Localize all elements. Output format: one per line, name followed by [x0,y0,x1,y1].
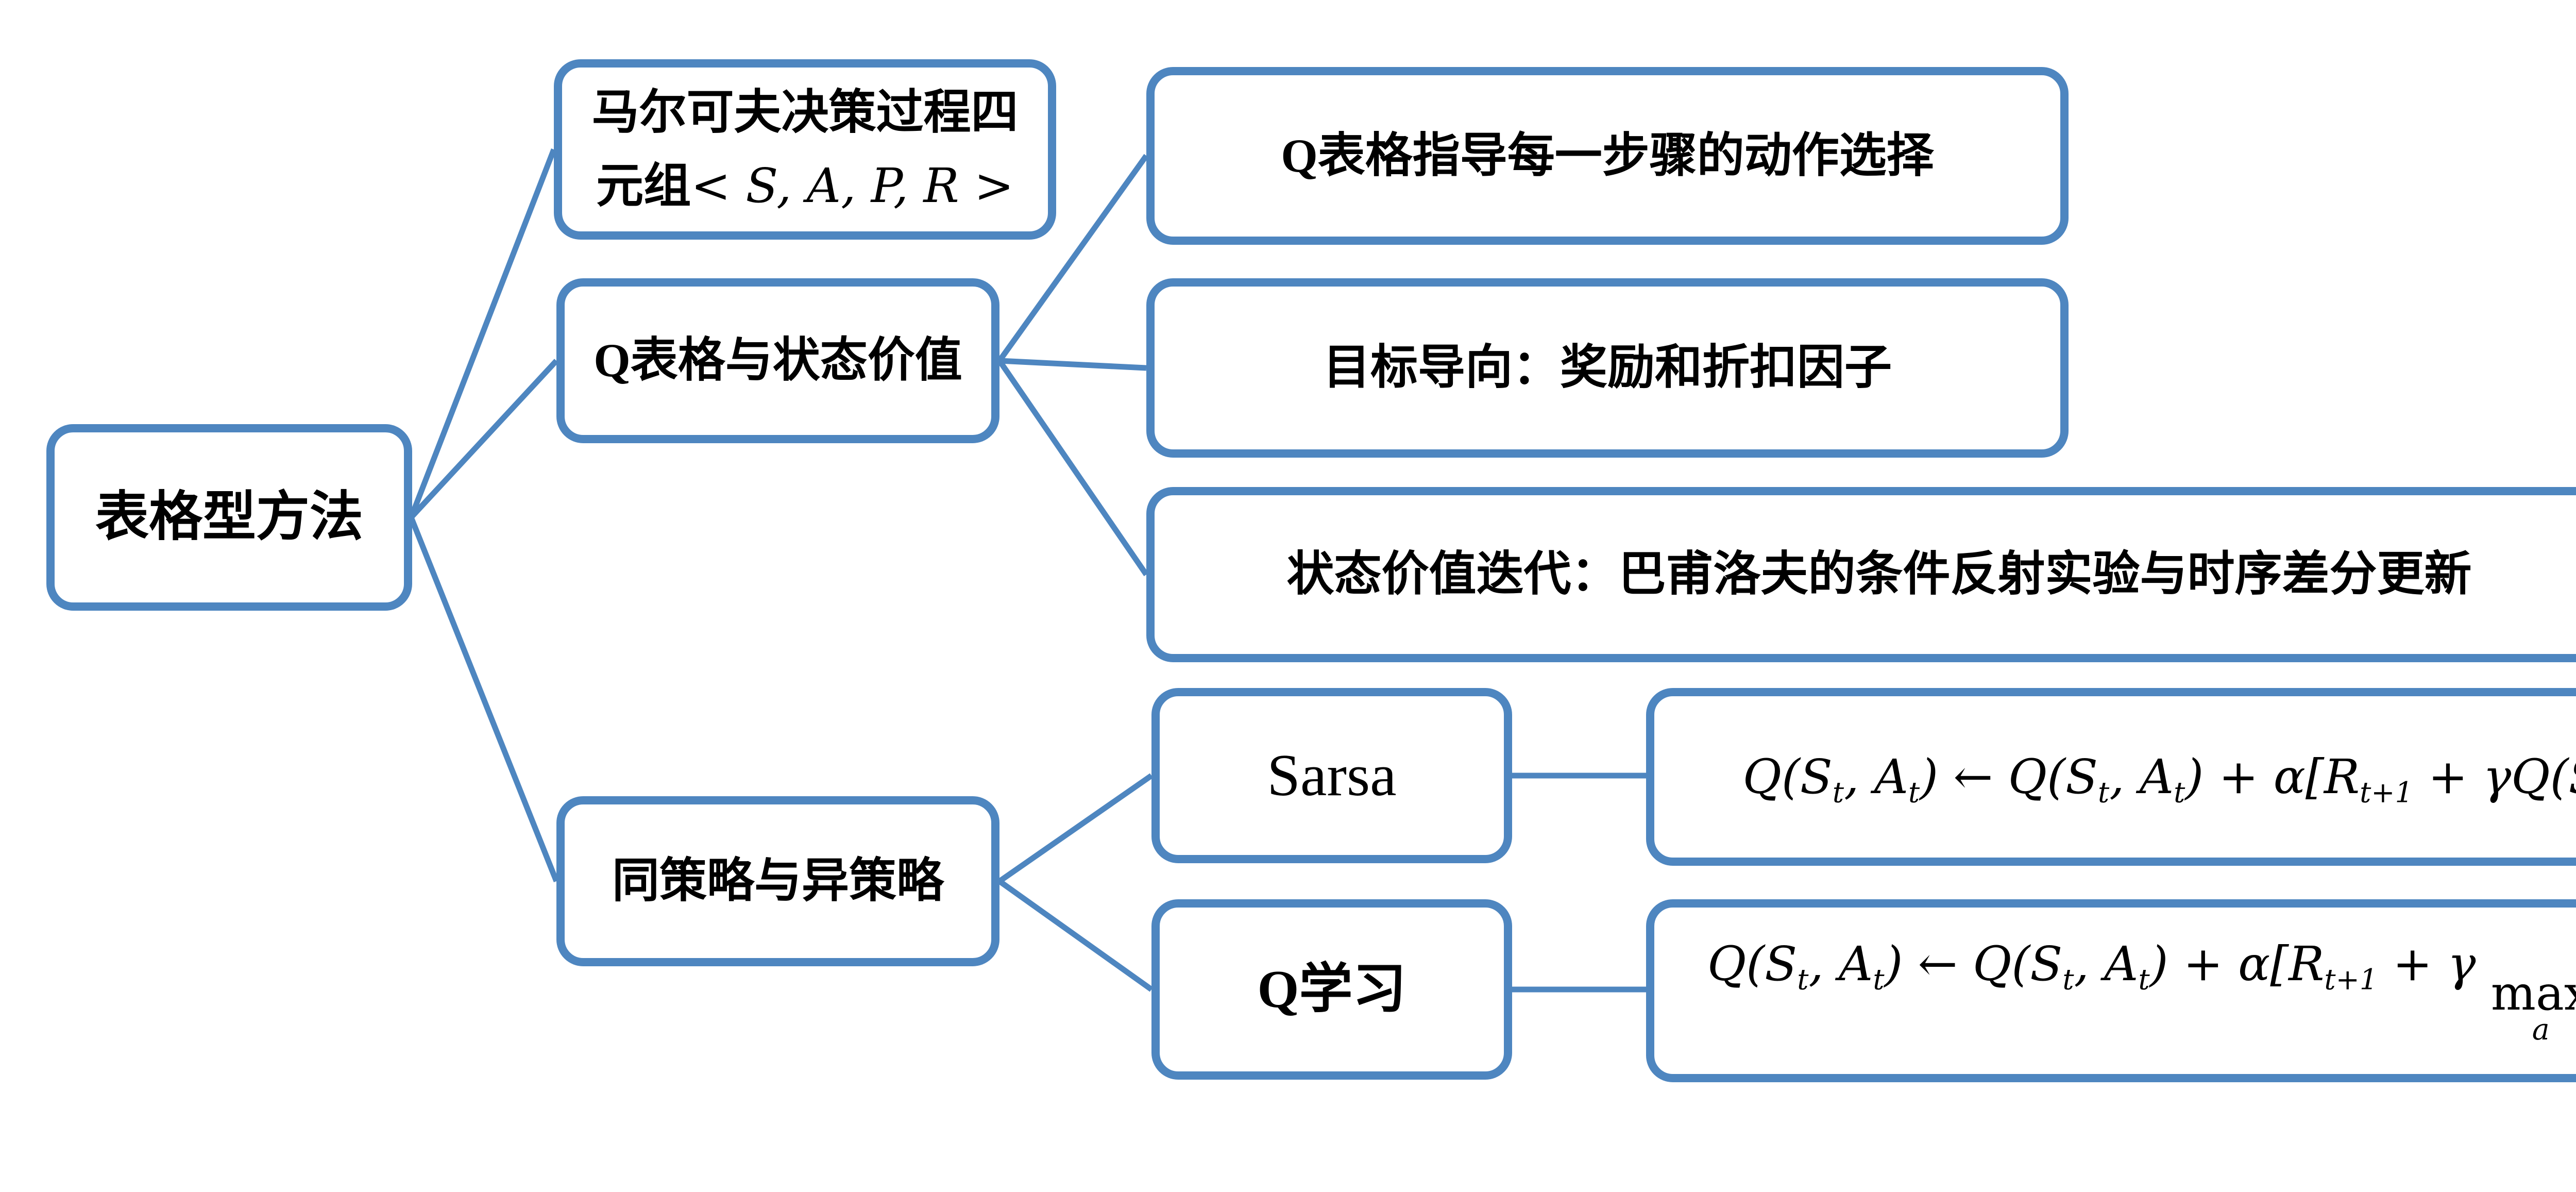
node-mdp-quadruple-label: 马尔可夫决策过程四元组< S, A, P, R > [587,76,1023,223]
connector-onoff-to-qlearn [997,879,1154,992]
connector-qtable-to-goal [999,358,1147,371]
connector-qtable-to-iter [997,359,1149,577]
connector-root-to-mdp [408,148,557,518]
q-learning-update-formula: Q(St, At) ← Q(St, At) + α[Rt+1 + γ maxa … [1707,936,2576,1047]
mdp-label-math: < S, A, P, R > [691,158,1014,213]
connector-root-to-qtable [409,359,559,519]
node-state-value-iteration-label: 状态价值迭代：巴甫洛夫的条件反射实验与时序差分更新 [1286,548,2472,601]
node-tabular-methods: 表格型方法 [46,424,412,611]
node-q-learning-label: Q学习 [1257,959,1406,1019]
node-qtable-state-value: Q表格与状态价值 [556,278,999,443]
node-qtable-guides-actions-label: Q表格指导每一步骤的动作选择 [1281,129,1934,182]
node-tabular-methods-label: 表格型方法 [95,487,363,547]
node-sarsa: Sarsa [1151,688,1512,863]
node-q-learning: Q学习 [1151,899,1512,1080]
node-sarsa-label: Sarsa [1267,742,1397,809]
node-qtable-state-value-label: Q表格与状态价值 [594,334,962,387]
connector-qtable-to-qguide [997,154,1149,363]
connector-onoff-to-sarsa [997,773,1154,884]
node-on-off-policy: 同策略与异策略 [556,796,999,966]
mdp-label-text: 马尔可夫决策过程四元组 [591,86,1019,212]
node-qtable-guides-actions: Q表格指导每一步骤的动作选择 [1146,67,2069,245]
node-on-off-policy-label: 同策略与异策略 [612,854,944,908]
node-goal-oriented: 目标导向：奖励和折扣因子 [1146,278,2069,458]
connector-root-to-onoff [408,516,560,883]
node-goal-oriented-label: 目标导向：奖励和折扣因子 [1323,341,1892,394]
node-mdp-quadruple: 马尔可夫决策过程四元组< S, A, P, R > [554,59,1056,240]
node-q-learning-update-formula: Q(St, At) ← Q(St, At) + α[Rt+1 + γ maxa … [1646,899,2576,1082]
sarsa-update-formula: Q(St, At) ← Q(St, At) + α[Rt+1 + γQ(St+1… [1742,749,2576,810]
node-state-value-iteration: 状态价值迭代：巴甫洛夫的条件反射实验与时序差分更新 [1146,487,2576,662]
node-sarsa-update-formula: Q(St, At) ← Q(St, At) + α[Rt+1 + γQ(St+1… [1646,688,2576,866]
